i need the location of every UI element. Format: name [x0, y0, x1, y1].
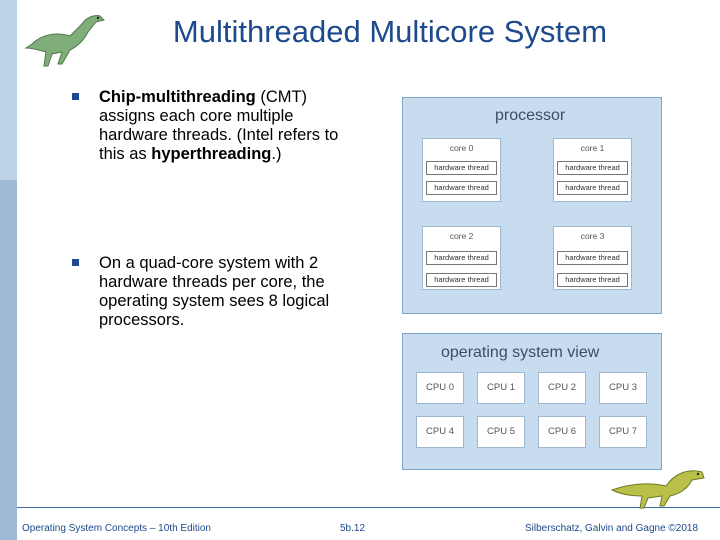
hardware-thread: hardware thread — [557, 273, 628, 287]
core-label: core 2 — [449, 231, 474, 241]
footer-copyright: Silberschatz, Galvin and Gagne ©2018 — [525, 523, 699, 534]
os-view-title: operating system view — [441, 344, 600, 361]
core-box: core 0 hardware thread hardware thread — [422, 138, 501, 202]
bullet-marker — [72, 259, 79, 266]
hardware-thread: hardware thread — [557, 251, 628, 265]
bullet-marker — [72, 93, 79, 100]
processor-diagram: processor core 0 hardware thread hardwar… — [402, 97, 662, 314]
term-hyperthreading: hyperthreading — [151, 145, 272, 163]
hardware-thread: hardware thread — [557, 181, 628, 195]
dinosaur-logo-icon — [24, 15, 105, 67]
left-sidebar-bar — [0, 0, 17, 540]
logical-cpu: CPU 7 — [599, 416, 647, 448]
core-label: core 1 — [580, 143, 605, 153]
logical-cpu: CPU 5 — [477, 416, 525, 448]
logical-cpu: CPU 1 — [477, 372, 525, 404]
slide-title: Multithreaded Multicore System — [172, 14, 608, 49]
os-view-diagram: operating system view CPU 0 CPU 1 CPU 2 … — [402, 333, 662, 470]
processor-title: processor — [495, 107, 566, 124]
core-box: core 2 hardware thread hardware thread — [422, 226, 501, 290]
footer-slide-number: 5b.12 — [340, 523, 366, 534]
core-label: core 3 — [580, 231, 605, 241]
footer-rule — [17, 507, 720, 508]
bullet-text: On a quad-core system with 2 hardware th… — [99, 254, 330, 329]
hardware-thread: hardware thread — [557, 161, 628, 175]
lizard-dinosaur-icon — [610, 470, 705, 509]
bullet-text-end: .) — [271, 145, 282, 163]
bullet-text: (CMT) assigns each core multiple hardwar… — [99, 88, 339, 163]
bullet-cmt: Chip-multithreading (CMT) assigns each c… — [72, 88, 362, 164]
term-cmt: Chip-multithreading — [99, 88, 256, 106]
logical-cpu: CPU 0 — [416, 372, 464, 404]
bullet-quad-core: On a quad-core system with 2 hardware th… — [72, 254, 362, 330]
hardware-thread: hardware thread — [426, 181, 497, 195]
bullet-list: Chip-multithreading (CMT) assigns each c… — [72, 88, 362, 330]
hardware-thread: hardware thread — [426, 161, 497, 175]
sidebar-lower-band — [0, 180, 17, 540]
hardware-thread: hardware thread — [426, 273, 497, 287]
hardware-thread: hardware thread — [426, 251, 497, 265]
core-box: core 1 hardware thread hardware thread — [553, 138, 632, 202]
footer-course-title: Operating System Concepts – 10th Edition — [22, 523, 211, 534]
logical-cpu: CPU 2 — [538, 372, 586, 404]
core-label: core 0 — [449, 143, 474, 153]
logical-cpu: CPU 6 — [538, 416, 586, 448]
logical-cpu: CPU 3 — [599, 372, 647, 404]
core-box: core 3 hardware thread hardware thread — [553, 226, 632, 290]
logical-cpu: CPU 4 — [416, 416, 464, 448]
